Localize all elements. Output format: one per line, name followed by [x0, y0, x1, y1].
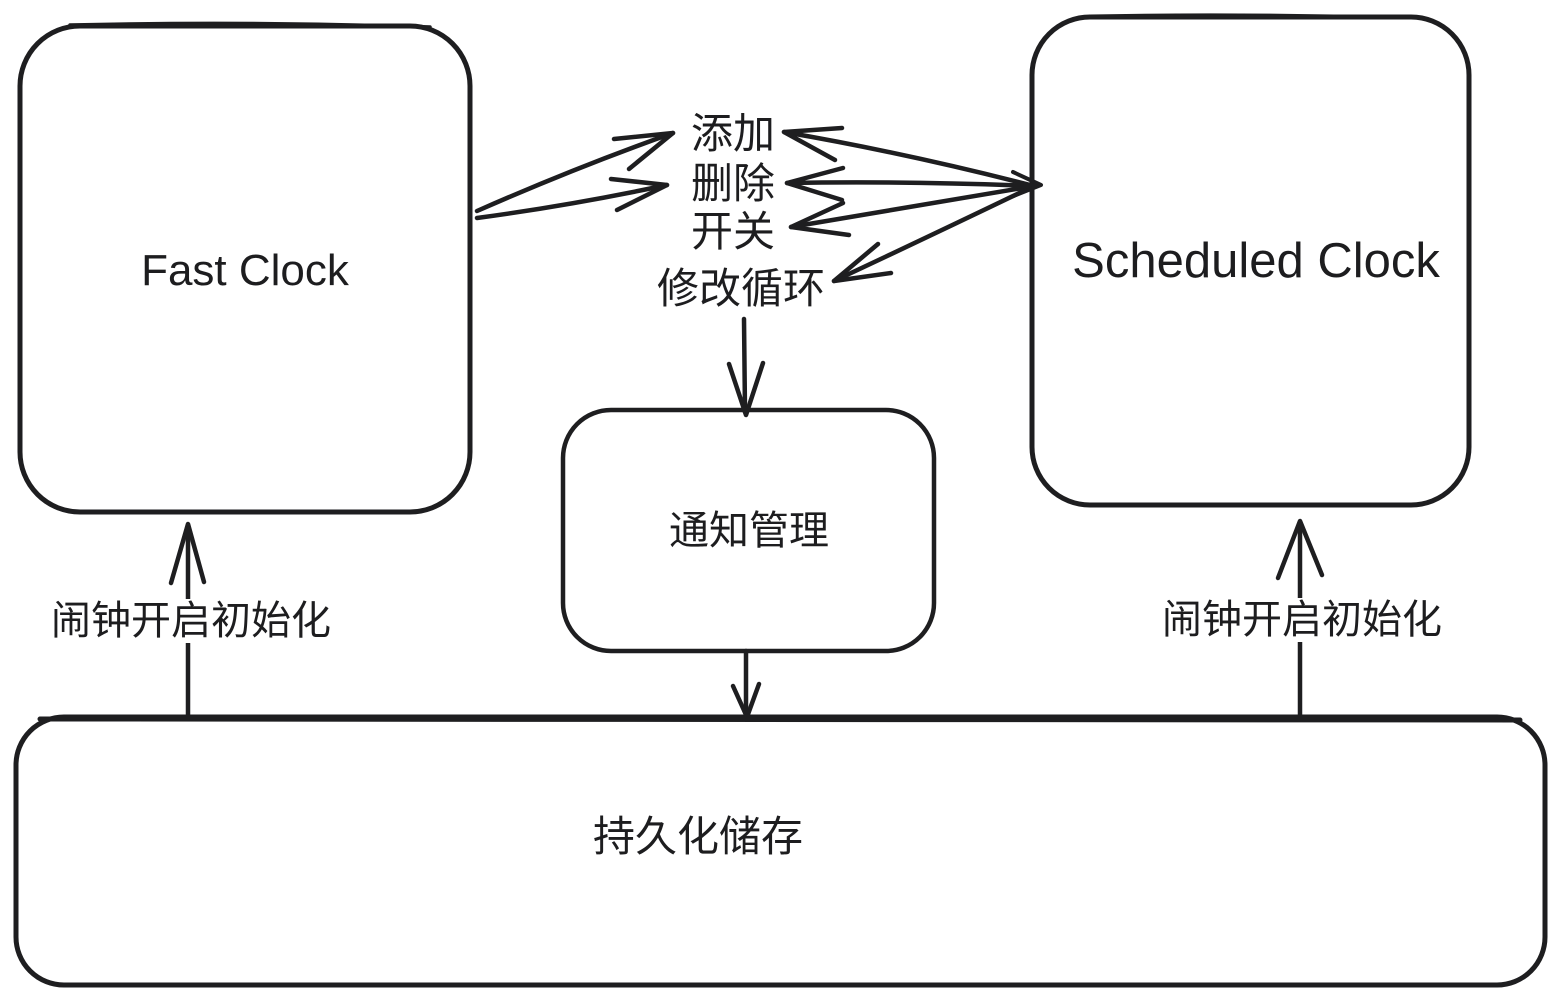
scheduled-clock-box-top-stroke [1088, 13, 1417, 20]
arrow-scheduledclock-to-modify [831, 183, 1037, 284]
edge-label-modify-cycle: 修改循环 [656, 264, 826, 312]
persistent-storage-label: 持久化储存 [592, 812, 804, 860]
arrow-scheduledclock-to-toggle [788, 183, 1037, 238]
arrow-modify-to-notification [726, 316, 766, 418]
fast-clock-box [17, 23, 473, 515]
edge-label-init-left: 闹钟开启初始化 [48, 599, 334, 643]
edge-label-toggle: 开关 [690, 207, 776, 255]
arrow-fastclock-to-add [474, 130, 676, 214]
arrowhead-delete-left [608, 176, 670, 213]
arrowhead-fastclock-bottom [168, 521, 207, 586]
arrow-scheduledclock-to-add [781, 125, 1037, 189]
notification-manager-label: 通知管理 [669, 509, 829, 553]
edge-label-add: 添加 [690, 109, 776, 157]
arrowhead-add-right [781, 125, 845, 163]
arrowhead-notification-top [726, 360, 766, 418]
arrow-scheduledclock-to-delete [784, 165, 1037, 203]
arrowhead-add-left [611, 130, 676, 172]
arrowhead-scheduledclock-bottom [1275, 518, 1325, 581]
fast-clock-box-top-stroke [68, 21, 432, 29]
arrowhead-storage-top [730, 681, 762, 720]
arrowhead-toggle-right [788, 200, 852, 238]
persistent-storage-box [13, 714, 1548, 988]
arrowhead-into-scheduled-clock [1009, 170, 1043, 199]
arrow-notification-to-storage [730, 648, 762, 720]
fast-clock-label: Fast Clock [141, 245, 349, 295]
edge-label-delete: 删除 [690, 159, 776, 207]
scheduled-clock-label: Scheduled Clock [1072, 234, 1440, 289]
scheduled-clock-box [1029, 14, 1472, 508]
arrowhead-modify-right [831, 241, 894, 284]
persistent-storage-box-top-stroke [37, 716, 1523, 723]
edge-label-init-right: 闹钟开启初始化 [1159, 598, 1445, 642]
arrowhead-delete-right [784, 165, 846, 203]
arrow-fastclock-to-delete [474, 176, 670, 221]
